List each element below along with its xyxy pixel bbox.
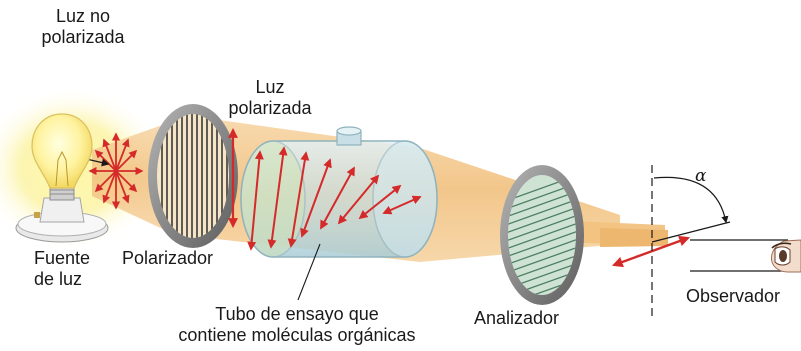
label-light-source: Fuente de luz bbox=[34, 248, 90, 290]
label-analyzer: Analizador bbox=[474, 308, 559, 329]
label-source-line2: de luz bbox=[34, 269, 90, 290]
label-polarized-line1: Luz bbox=[216, 77, 324, 98]
label-tube-line1: Tubo de ensayo que bbox=[152, 304, 442, 325]
label-polarized-line2: polarizada bbox=[216, 98, 324, 119]
angle-arc bbox=[654, 177, 726, 222]
tube-neck-top bbox=[337, 127, 361, 135]
tube-back-cap bbox=[241, 141, 305, 257]
output-beam-end bbox=[600, 228, 668, 247]
label-unpolarized-line1: Luz no bbox=[24, 6, 142, 27]
analyzer-disc bbox=[500, 165, 584, 323]
label-test-tube: Tubo de ensayo que contiene moléculas or… bbox=[152, 304, 442, 346]
label-angle-alpha: α bbox=[695, 166, 706, 186]
label-unpolarized-light: Luz no polarizada bbox=[24, 6, 142, 48]
label-tube-line2: contiene moléculas orgánicas bbox=[152, 325, 442, 346]
eye-icon bbox=[772, 240, 801, 272]
label-polarized-light: Luz polarizada bbox=[216, 77, 324, 119]
label-unpolarized-line2: polarizada bbox=[24, 27, 142, 48]
label-source-line1: Fuente bbox=[34, 248, 90, 269]
label-polarizer: Polarizador bbox=[122, 248, 213, 269]
label-observer: Observador bbox=[686, 286, 780, 307]
